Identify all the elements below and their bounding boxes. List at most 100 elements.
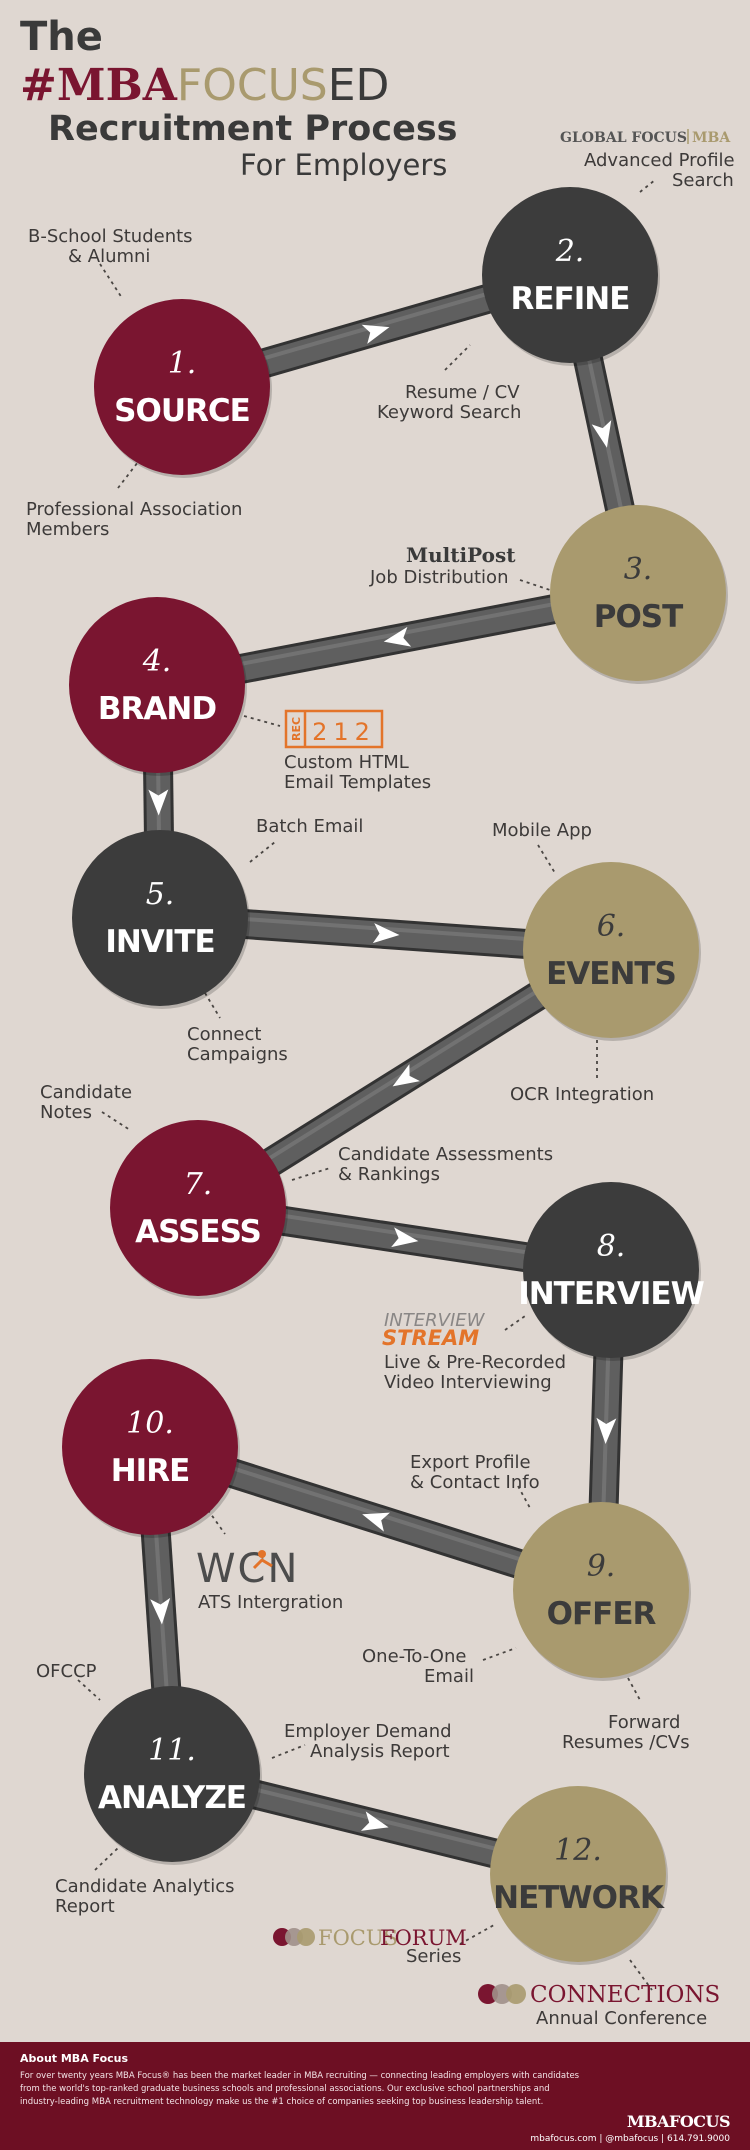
leader-forward: [627, 1677, 641, 1701]
step-circle: [482, 187, 658, 363]
step-3: 3. POST: [550, 505, 728, 684]
step-circle: [490, 1786, 666, 1962]
note-live-video-2: Video Interviewing: [384, 1372, 552, 1393]
note-adv-profile-1: Advanced Profile: [584, 150, 735, 171]
leader-rec212: [243, 715, 281, 727]
step-circle: [523, 862, 699, 1038]
note-connect-2: Campaigns: [187, 1044, 288, 1065]
step-number: 12.: [554, 1833, 602, 1868]
leader-multipost: [519, 579, 551, 591]
step-label: BRAND: [98, 691, 216, 727]
step-number: 8.: [597, 1229, 626, 1264]
rec212-logo-rec: REC: [290, 717, 303, 741]
focus-forum-logo: FOCUS FORUM: [273, 1926, 467, 1950]
step-7: 7.ASSESS: [110, 1120, 288, 1299]
note-annual: Annual Conference: [536, 2008, 707, 2029]
note-emp-demand-2: Analysis Report: [310, 1741, 450, 1762]
rec212-logo: REC 212: [284, 709, 384, 749]
leader-prof-assoc: [117, 461, 139, 489]
leader-interview-stream: [504, 1313, 529, 1331]
note-ofccp: OFCCP: [36, 1661, 97, 1682]
note-emp-demand-1: Employer Demand: [284, 1721, 452, 1742]
title-hashtag: #MBAFOCUSED: [20, 60, 389, 111]
leader-batch-email: [249, 841, 276, 863]
step-label: EVENTS: [546, 956, 676, 992]
flow-arrow-icon: [391, 1227, 419, 1248]
title-ed: ED: [328, 60, 390, 111]
note-resume-1: Resume / CV: [405, 382, 520, 403]
leader-mobile: [537, 844, 556, 874]
step-10: 10. HIRE: [62, 1359, 240, 1538]
title-line3: Recruitment Process: [48, 109, 458, 149]
interview-stream-logo: INTERVIEW STREAM: [382, 1310, 486, 1350]
step-8: 8.INTERVIEW: [518, 1182, 706, 1361]
leader-cand-assess: [291, 1167, 331, 1181]
leader-one-to-one: [482, 1647, 517, 1661]
step-circle: [94, 299, 270, 475]
step-label: NETWORK: [493, 1880, 665, 1916]
note-adv-profile-2: Search: [672, 170, 734, 191]
flow-arrows: [148, 324, 617, 1831]
leader-connect: [204, 992, 221, 1019]
multipost-logo: MultiPost: [406, 543, 516, 567]
step-2: 2.REFINE: [482, 187, 660, 366]
note-prof-assoc-1: Professional Association: [26, 499, 242, 520]
note-one-to-one-1: One-To-One: [362, 1646, 466, 1667]
step-circle: [513, 1502, 689, 1678]
note-cand-analytics-1: Candidate Analytics: [55, 1876, 234, 1897]
leader-adv-profile: [639, 179, 656, 193]
note-prof-assoc-2: Members: [26, 519, 109, 540]
connections-logo-text: CONNECTIONS: [530, 1982, 720, 2008]
rec212-logo-num: 212: [312, 718, 376, 746]
step-circle: [523, 1182, 699, 1358]
note-forward-1: Forward: [608, 1712, 680, 1733]
step-label: ANALYZE: [98, 1780, 246, 1816]
leader-emp-demand: [271, 1744, 306, 1759]
gf-logo-text: GLOBAL FOCUS: [560, 130, 687, 146]
note-cand-assess-1: Candidate Assessments: [338, 1144, 553, 1165]
step-circle: [69, 597, 245, 773]
note-html-email-1: Custom HTML: [284, 752, 409, 773]
note-one-to-one-2: Email: [424, 1666, 474, 1687]
step-label: SOURCE: [114, 393, 250, 429]
global-focus-logo: GLOBAL FOCUS MBA: [560, 129, 731, 146]
step-number: 9.: [587, 1549, 616, 1584]
note-ocr: OCR Integration: [510, 1084, 654, 1105]
step-1: 1.SOURCE: [94, 299, 272, 478]
step-circle: [110, 1120, 286, 1296]
title-block: The #MBAFOCUSED Recruitment Process For …: [20, 14, 458, 182]
flow-arrow-icon: [392, 1064, 420, 1087]
note-batch-email: Batch Email: [256, 816, 363, 837]
step-label: HIRE: [111, 1453, 190, 1489]
note-bschool-2: & Alumni: [68, 246, 150, 267]
step-number: 11.: [148, 1733, 196, 1768]
wcn-logo: WCN: [196, 1546, 297, 1592]
step-number: 6.: [597, 909, 626, 944]
note-cand-assess-2: & Rankings: [338, 1164, 440, 1185]
step-number: 10.: [126, 1406, 174, 1441]
flow-arrow-icon: [383, 626, 412, 647]
flow-arrow-icon: [596, 1417, 617, 1444]
note-html-email-2: Email Templates: [284, 772, 431, 793]
step-label: ASSESS: [135, 1214, 261, 1250]
title-line4: For Employers: [240, 148, 447, 182]
leader-resume: [444, 344, 471, 371]
footer-about-text: For over twenty years MBA Focus® has bee…: [20, 2071, 580, 2107]
flow-arrow-icon: [360, 1811, 389, 1831]
step-circle: [62, 1359, 238, 1535]
note-ats: ATS Intergration: [198, 1592, 343, 1613]
step-4: 4.BRAND: [69, 597, 247, 776]
footer-contact: mbafocus.com | @mbafocus | 614.791.9000: [530, 2134, 730, 2144]
step-number: 3.: [624, 552, 653, 587]
step-label: POST: [594, 599, 683, 635]
step-11: 11. ANALYZE: [84, 1686, 262, 1865]
step-number: 2.: [555, 234, 585, 269]
is-logo-stream: STREAM: [382, 1326, 479, 1350]
leader-bschool: [99, 263, 123, 299]
footer-about-title: About MBA Focus: [20, 2052, 129, 2065]
footer: About MBA Focus For over twenty years MB…: [0, 2042, 750, 2150]
leader-cand-notes: [101, 1111, 131, 1131]
gf-logo-mba: MBA: [692, 130, 731, 146]
